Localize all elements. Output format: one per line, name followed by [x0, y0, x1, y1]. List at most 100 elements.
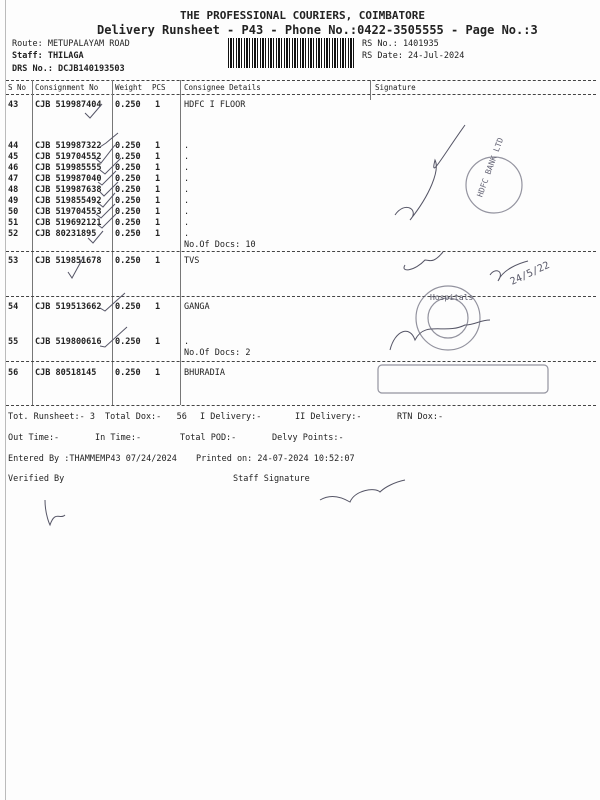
- col-signature: Signature: [375, 83, 416, 92]
- out-time: Out Time:-: [8, 433, 60, 443]
- in-time: In Time:-: [95, 433, 142, 443]
- col-consignee: Consignee Details: [184, 83, 261, 92]
- row-cno: CJB 80231895: [35, 229, 97, 239]
- staff-signature-label: Staff Signature: [233, 474, 310, 484]
- row-cno: CJB 519855492: [35, 196, 102, 206]
- row-weight: 0.250: [115, 141, 141, 151]
- row-details: .: [184, 196, 190, 206]
- row-weight: 0.250: [115, 100, 141, 110]
- row-weight: 0.250: [115, 185, 141, 195]
- row-weight: 0.250: [115, 368, 141, 378]
- row-details: .: [184, 174, 190, 184]
- row-details: .: [184, 337, 190, 347]
- total-pod: Total POD:-: [180, 433, 237, 443]
- rs-date: RS Date: 24-Jul-2024: [362, 51, 465, 61]
- verified-by: Verified By: [8, 474, 65, 484]
- staff: Staff: THILAGA: [12, 51, 84, 61]
- row-pcs: 1: [155, 174, 161, 184]
- printed-on: Printed on: 24-07-2024 10:52:07: [196, 454, 355, 464]
- row-pcs: 1: [155, 218, 161, 228]
- col-weight: Weight: [115, 83, 143, 92]
- row-pcs: 1: [155, 337, 161, 347]
- row-details: .: [184, 229, 190, 239]
- row-weight: 0.250: [115, 218, 141, 228]
- row-details: .: [184, 163, 190, 173]
- row-details: HDFC I FLOOR: [184, 100, 246, 110]
- row-weight: 0.250: [115, 337, 141, 347]
- row-weight: 0.250: [115, 152, 141, 162]
- row-sno: 48: [8, 185, 19, 195]
- row-details: .: [184, 185, 190, 195]
- delvy-points: Delvy Points:-: [272, 433, 344, 443]
- drs-number: DRS No.: DCJB140193503: [12, 64, 125, 74]
- total-dox: Total Dox:- 56: [105, 412, 187, 422]
- row-sno: 52: [8, 229, 19, 239]
- row-cno: CJB 519985555: [35, 163, 102, 173]
- row-weight: 0.250: [115, 256, 141, 266]
- runsheet-subtitle: Delivery Runsheet - P43 - Phone No.:0422…: [97, 23, 538, 37]
- row-weight: 0.250: [115, 229, 141, 239]
- row-pcs: 1: [155, 100, 161, 110]
- row-cno: CJB 519704553: [35, 207, 102, 217]
- row-weight: 0.250: [115, 174, 141, 184]
- row-sno: 49: [8, 196, 19, 206]
- route: Route: METUPALAYAM ROAD: [12, 39, 130, 49]
- company-title: THE PROFESSIONAL COURIERS, COIMBATORE: [180, 9, 426, 22]
- row-sno: 44: [8, 141, 19, 151]
- row-pcs: 1: [155, 229, 161, 239]
- row-cno: CJB 519987322: [35, 141, 102, 151]
- barcode: [228, 38, 354, 68]
- row-pcs: 1: [155, 152, 161, 162]
- row-pcs: 1: [155, 163, 161, 173]
- row-cno: CJB 519851678: [35, 256, 102, 266]
- row-weight: 0.250: [115, 302, 141, 312]
- row-cno: CJB 519692121: [35, 218, 102, 228]
- row-details: .: [184, 207, 190, 217]
- row-details: TVS: [184, 256, 200, 266]
- rs-number: RS No.: 1401935: [362, 39, 439, 49]
- row-cno: CJB 519987040: [35, 174, 102, 184]
- group1-doc-count: No.Of Docs: 10: [184, 240, 256, 250]
- row-sno: 50: [8, 207, 19, 217]
- col-consignment: Consignment No: [35, 83, 99, 92]
- rtn-dox: RTN Dox:-: [397, 412, 444, 422]
- svg-text:HDFC BANK LTD: HDFC BANK LTD: [475, 136, 505, 198]
- row-weight: 0.250: [115, 207, 141, 217]
- row-sno: 47: [8, 174, 19, 184]
- row-pcs: 1: [155, 302, 161, 312]
- col-pcs: PCS: [152, 83, 166, 92]
- row-details: BHURADIA: [184, 368, 225, 378]
- row-weight: 0.250: [115, 163, 141, 173]
- row-weight: 0.250: [115, 196, 141, 206]
- row-pcs: 1: [155, 368, 161, 378]
- row-pcs: 1: [155, 196, 161, 206]
- row-sno: 45: [8, 152, 19, 162]
- row-pcs: 1: [155, 207, 161, 217]
- row-cno: CJB 519513662: [35, 302, 102, 312]
- row-sno: 56: [8, 368, 19, 378]
- row-sno: 46: [8, 163, 19, 173]
- row-details: .: [184, 141, 190, 151]
- svg-text:24/5/22: 24/5/22: [509, 260, 552, 288]
- ii-delivery: II Delivery:-: [295, 412, 362, 422]
- row-pcs: 1: [155, 185, 161, 195]
- row-details: .: [184, 152, 190, 162]
- row-details: .: [184, 218, 190, 228]
- row-sno: 43: [8, 100, 19, 110]
- row-cno: CJB 519704552: [35, 152, 102, 162]
- row-sno: 51: [8, 218, 19, 228]
- row-details: GANGA: [184, 302, 210, 312]
- row-sno: 54: [8, 302, 19, 312]
- row-cno: CJB 519800616: [35, 337, 102, 347]
- row-sno: 55: [8, 337, 19, 347]
- row-pcs: 1: [155, 256, 161, 266]
- row-sno: 53: [8, 256, 19, 266]
- i-delivery: I Delivery:-: [200, 412, 262, 422]
- col-sno: S No: [8, 83, 27, 92]
- row-pcs: 1: [155, 141, 161, 151]
- row-cno: CJB 519987404: [35, 100, 102, 110]
- svg-text:Hospitals: Hospitals: [430, 293, 474, 302]
- entered-by: Entered By :THAMMEMP43 07/24/2024: [8, 454, 177, 464]
